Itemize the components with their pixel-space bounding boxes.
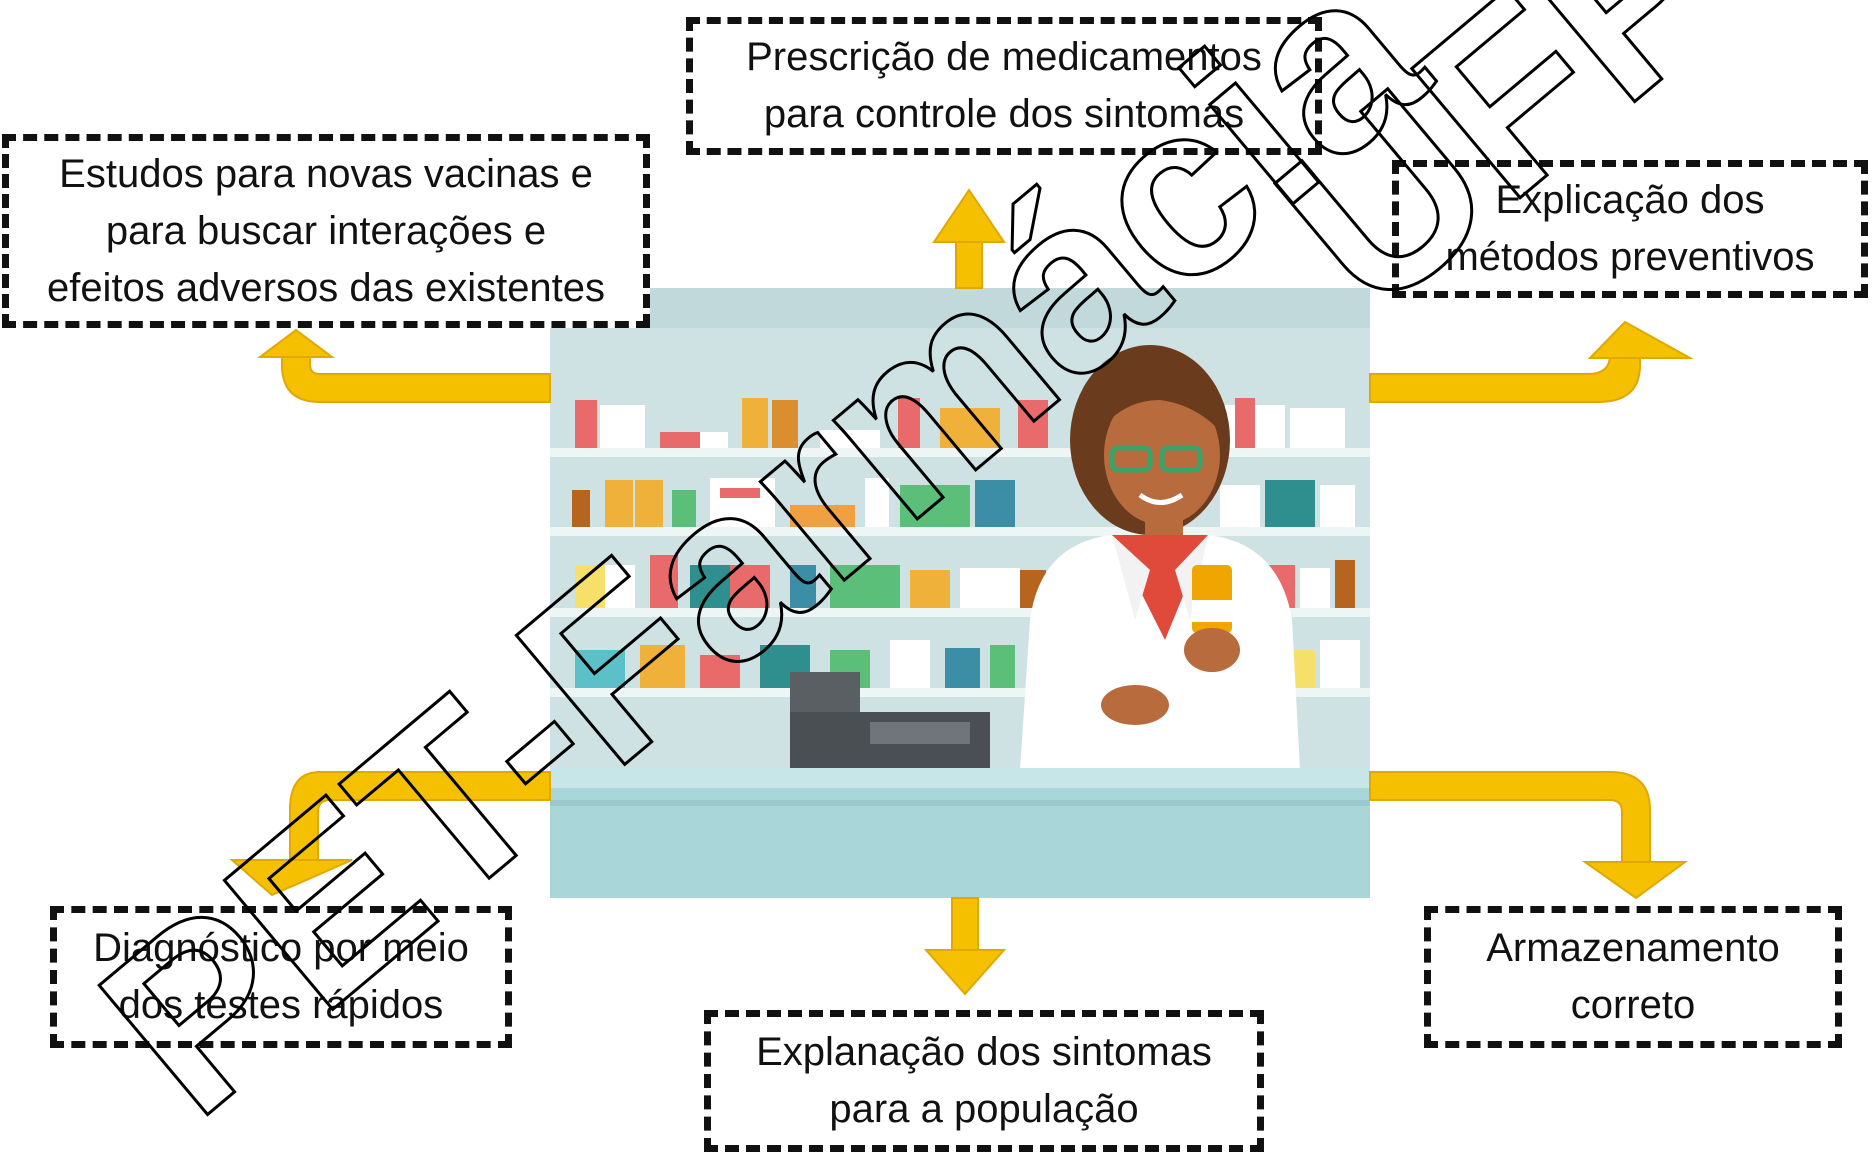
arrow-down-explanacao — [923, 897, 1007, 996]
box-explicacao-line2: métodos preventivos — [1445, 235, 1815, 279]
arrow-up-explicacao — [1369, 320, 1694, 403]
box-explicacao-line1: Explicação dos — [1495, 178, 1765, 222]
box-explicacao: Explicação dos métodos preventivos — [1392, 160, 1868, 298]
box-prescricao: Prescrição de medicamentos para controle… — [686, 17, 1322, 155]
box-estudos-line2: para buscar interações e — [105, 208, 547, 253]
box-armazenamento-line1: Armazenamento — [1486, 926, 1780, 970]
box-explanacao-line2: para a população — [829, 1087, 1139, 1131]
box-diagnostico-line1: Diagnóstico por meio — [93, 926, 469, 970]
box-prescricao-line1: Prescrição de medicamentos — [746, 35, 1262, 79]
box-diagnostico: Diagnóstico por meio dos testes rápidos — [50, 906, 512, 1048]
arrows — [229, 188, 1694, 996]
box-explanacao-line1: Explanação dos sintomas — [756, 1030, 1212, 1074]
box-prescricao-line2: para controle dos sintomas — [763, 92, 1245, 136]
box-explanacao: Explanação dos sintomas para a população — [704, 1010, 1264, 1152]
arrow-down-diagnostico — [229, 771, 551, 897]
box-diagnostico-line2: dos testes rápidos — [118, 983, 444, 1027]
box-armazenamento: Armazenamento correto — [1424, 906, 1842, 1048]
box-armazenamento-line2: correto — [1570, 983, 1696, 1027]
pharmacist-figure — [1020, 345, 1300, 770]
pharmacist-illustration — [550, 288, 1370, 898]
box-estudos: Estudos para novas vacinas e para buscar… — [2, 134, 650, 328]
arrow-up-estudos — [257, 328, 551, 403]
arrow-up-prescricao — [932, 188, 1006, 289]
box-estudos-line1: Estudos para novas vacinas e — [59, 151, 593, 196]
box-estudos-line3: efeitos adversos das existentes — [46, 265, 606, 310]
arrow-down-armazenamento — [1369, 771, 1689, 900]
